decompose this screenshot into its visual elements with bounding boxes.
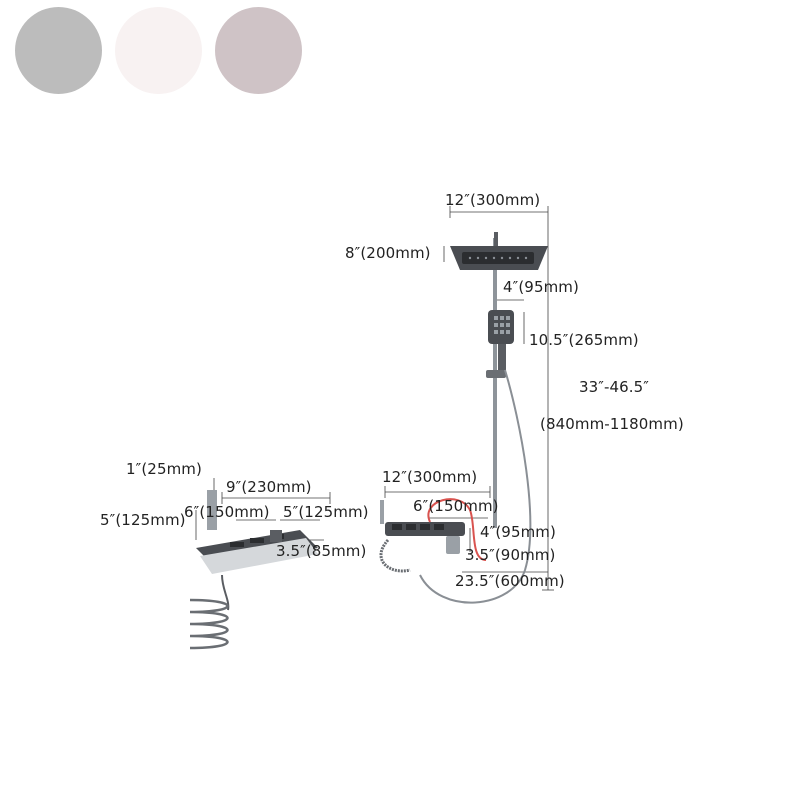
label-mixer-center: 6″(150mm): [413, 497, 499, 515]
label-shelf-height: 5″(125mm): [100, 511, 186, 529]
label-mixer-width: 12″(300mm): [382, 468, 478, 486]
label-mixer-height: 4″(95mm): [480, 523, 556, 541]
label-height-range: 33″-46.5″: [579, 378, 650, 396]
label-shelf-front: 3.5″(85mm): [276, 542, 367, 560]
label-mixer-depth: 3.5″(90mm): [465, 546, 556, 564]
label-mixer-to-bar: 23.5″(600mm): [455, 572, 565, 590]
label-shelf-inner: 6″(150mm): [184, 503, 270, 521]
label-height-range-mm: (840mm-1180mm): [540, 415, 684, 433]
color-swatch-pink-grey[interactable]: [215, 7, 302, 94]
shower-column: [419, 232, 548, 604]
label-head-depth: 8″(200mm): [345, 244, 431, 262]
dimension-lines: [195, 206, 554, 591]
thermostatic-mixer: [379, 498, 487, 573]
color-swatch-grey[interactable]: [15, 7, 102, 94]
label-shelf-depth: 5″(125mm): [283, 503, 369, 521]
label-head-width: 12″(300mm): [445, 191, 541, 209]
label-shelf-width: 9″(230mm): [226, 478, 312, 496]
color-swatch-white[interactable]: [115, 7, 202, 94]
label-hand-shower-length: 10.5″(265mm): [529, 331, 639, 349]
label-hand-shower-width: 4″(95mm): [503, 278, 579, 296]
shelf-spray-unit: [189, 490, 318, 650]
label-spray-pipe: 1″(25mm): [126, 460, 202, 478]
